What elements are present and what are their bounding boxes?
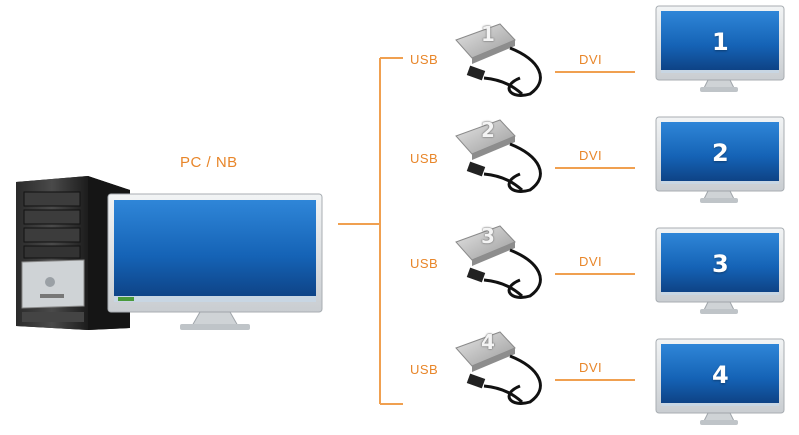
usb-label: USB [410, 362, 438, 377]
dvi-label: DVI [579, 360, 602, 375]
usb-label: USB [410, 151, 438, 166]
usb-drive-icon [456, 332, 540, 403]
usb-label: USB [410, 256, 438, 271]
usb-label: USB [410, 52, 438, 67]
usb-drive-icon [456, 24, 540, 95]
monitor-number: 2 [712, 139, 729, 167]
source-label: PC / NB [180, 154, 238, 171]
dvi-label: DVI [579, 52, 602, 67]
usb-drive-icon [456, 226, 540, 297]
dvi-label: DVI [579, 148, 602, 163]
drive-number: 1 [481, 22, 495, 46]
monitor-number: 3 [712, 250, 729, 278]
drive-number: 2 [481, 118, 495, 142]
drive-number: 4 [481, 330, 495, 354]
main-monitor-icon [108, 194, 322, 330]
monitor-number: 4 [712, 361, 729, 389]
dvi-label: DVI [579, 254, 602, 269]
monitor-number: 1 [712, 28, 729, 56]
drive-number: 3 [481, 224, 495, 248]
usb-drive-icon [456, 120, 540, 191]
